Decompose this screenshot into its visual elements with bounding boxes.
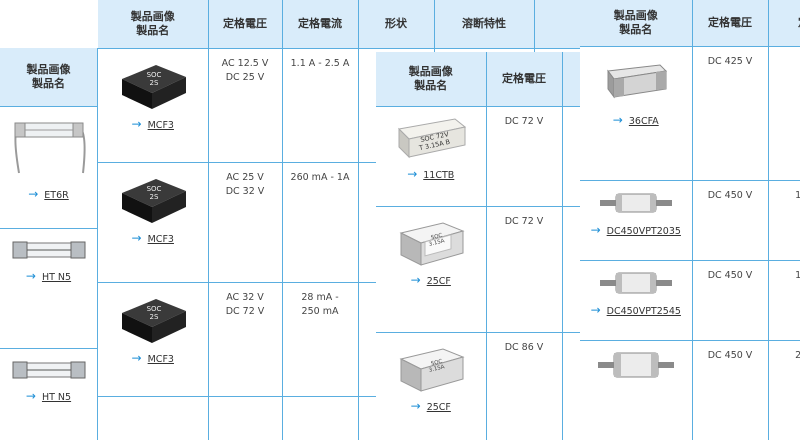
voltage-cell: DC 425 V xyxy=(692,46,769,181)
arrow-right-icon: → xyxy=(410,272,421,287)
col-header-shape: 形状 xyxy=(358,0,435,49)
col-header-current: 定格 xyxy=(768,0,800,47)
voltage-cell: DC 86 V xyxy=(486,332,563,440)
product-table-right: 製品画像 製品名 定格電圧 定格 →36CFA DC 425 V 4 xyxy=(580,0,800,440)
svg-text:2S: 2S xyxy=(149,193,158,201)
col-header-image-name: 製品画像 製品名 xyxy=(98,0,209,49)
cube-chip-fuse-icon: SOC 3.15A xyxy=(399,347,465,392)
bolt-fuse-icon xyxy=(599,272,672,293)
arrow-right-icon: → xyxy=(407,166,418,181)
col-header-image-name: 製品画像 製品名 xyxy=(0,48,98,107)
svg-text:SOC: SOC xyxy=(430,358,443,367)
product-table: 製品画像 製品名 定格電圧 SOC 72V T 3.15A B →11CTB D… xyxy=(376,52,580,440)
svg-text:SOC: SOC xyxy=(430,232,443,241)
svg-text:2S: 2S xyxy=(149,79,158,87)
cube-chip-fuse-icon: SOC 3.15A xyxy=(399,221,465,266)
col-header-current: 定格電流 xyxy=(282,0,359,49)
table-row: →DC450VPT2545 DC 450 V 180 A xyxy=(580,260,800,341)
extra-cell: 6 xyxy=(562,332,580,440)
table-row: →DC450VPT2035 DC 450 V 100 A xyxy=(580,180,800,261)
product-link[interactable]: →36CFA xyxy=(612,112,659,127)
product-table: 製品画像 製品名 定格電圧 定格 →36CFA DC 425 V 4 xyxy=(580,0,800,440)
arrow-right-icon: → xyxy=(590,302,601,317)
svg-text:2S: 2S xyxy=(149,313,158,321)
product-link[interactable]: →25CF xyxy=(410,398,451,413)
table-row: →HT N5 xyxy=(0,228,98,349)
current-cell: 250 A xyxy=(768,340,800,440)
arrow-right-icon: → xyxy=(131,350,142,365)
product-link[interactable]: →DC450VPT2035 xyxy=(590,222,681,237)
current-cell: 28 mA - 250 mA xyxy=(282,282,359,397)
current-cell: 260 mA - 1A xyxy=(282,162,359,283)
bolt-fuse-icon xyxy=(599,193,672,212)
product-link[interactable]: →25CF xyxy=(410,272,451,287)
product-link[interactable]: →ET6R xyxy=(28,186,69,201)
bolt-fuse-icon xyxy=(597,352,674,377)
col-header-size: サイズ xyxy=(534,0,580,49)
col-header-voltage: 定格電圧 xyxy=(486,52,563,107)
current-cell: 4 xyxy=(768,46,800,181)
svg-text:SOC: SOC xyxy=(146,305,161,313)
current-cell: 100 A xyxy=(768,180,800,261)
product-link[interactable]: →MCF3 xyxy=(131,350,174,365)
table-row: →ET6R xyxy=(0,106,98,229)
arrow-right-icon: → xyxy=(25,268,36,283)
product-link[interactable]: →MCF3 xyxy=(131,116,174,131)
col-header-voltage: 定格電圧 xyxy=(208,0,283,49)
product-link[interactable]: →HT N5 xyxy=(25,388,72,403)
svg-text:3.15A: 3.15A xyxy=(428,364,445,374)
col-header-image-name: 製品画像 製品名 xyxy=(376,52,487,107)
voltage-cell: DC 450 V xyxy=(692,340,769,440)
arrow-right-icon: → xyxy=(131,116,142,131)
arrow-right-icon: → xyxy=(131,230,142,245)
arrow-right-icon: → xyxy=(410,398,421,413)
table-row: →36CFA DC 425 V 4 xyxy=(580,46,800,181)
arrow-right-icon: → xyxy=(28,186,39,201)
table-row: →HT N5 xyxy=(0,348,98,440)
svg-text:3.15A: 3.15A xyxy=(428,238,445,248)
arrow-right-icon: → xyxy=(612,112,623,127)
current-cell: 180 A xyxy=(768,260,800,341)
product-table-left: 製品画像 製品名 →ET6R xyxy=(0,48,98,440)
product-link[interactable]: →11CTB xyxy=(407,166,455,181)
cartridge-fuse-icon xyxy=(606,63,667,98)
table-row: SOC 3.15A →25CF DC 86 V 6 xyxy=(376,332,580,440)
table-row: SOC 3.15A →25CF DC 72 V xyxy=(376,206,580,333)
svg-text:SOC: SOC xyxy=(146,71,161,79)
axial-lead-fuse-icon xyxy=(13,122,86,173)
current-cell: 1.1 A - 2.5 A xyxy=(282,48,359,163)
voltage-cell: DC 450 V xyxy=(692,180,769,261)
black-chip-fuse-icon: SOC 2S xyxy=(121,64,186,109)
glass-fuse-icon xyxy=(12,361,85,378)
table-row: SOC 72V T 3.15A B →11CTB DC 72 V xyxy=(376,106,580,207)
voltage-cell: AC 12.5 V DC 25 V xyxy=(208,48,283,163)
col-header-fusing: 溶断特性 xyxy=(434,0,535,49)
glass-fuse-icon xyxy=(12,241,85,258)
ceramic-chip-fuse-icon: SOC 72V T 3.15A B xyxy=(397,117,466,158)
arrow-right-icon: → xyxy=(590,222,601,237)
voltage-cell: DC 72 V xyxy=(486,206,563,333)
black-chip-fuse-icon: SOC 2S xyxy=(121,298,186,343)
svg-text:SOC: SOC xyxy=(146,185,161,193)
product-table: 製品画像 製品名 →ET6R xyxy=(0,48,98,440)
voltage-cell: AC 25 V DC 32 V xyxy=(208,162,283,283)
product-table-ctb: 製品画像 製品名 定格電圧 SOC 72V T 3.15A B →11CTB D… xyxy=(376,52,580,440)
table-row: DC 450 V 250 A xyxy=(580,340,800,440)
col-header-voltage: 定格電圧 xyxy=(692,0,769,47)
voltage-cell: DC 450 V xyxy=(692,260,769,341)
product-link[interactable]: →DC450VPT2545 xyxy=(590,302,681,317)
col-header-image-name: 製品画像 製品名 xyxy=(580,0,693,47)
voltage-cell: DC 72 V xyxy=(486,106,563,207)
black-chip-fuse-icon: SOC 2S xyxy=(121,178,186,223)
product-link[interactable]: →MCF3 xyxy=(131,230,174,245)
arrow-right-icon: → xyxy=(25,388,36,403)
product-link[interactable]: →HT N5 xyxy=(25,268,72,283)
voltage-cell: AC 32 V DC 72 V xyxy=(208,282,283,397)
